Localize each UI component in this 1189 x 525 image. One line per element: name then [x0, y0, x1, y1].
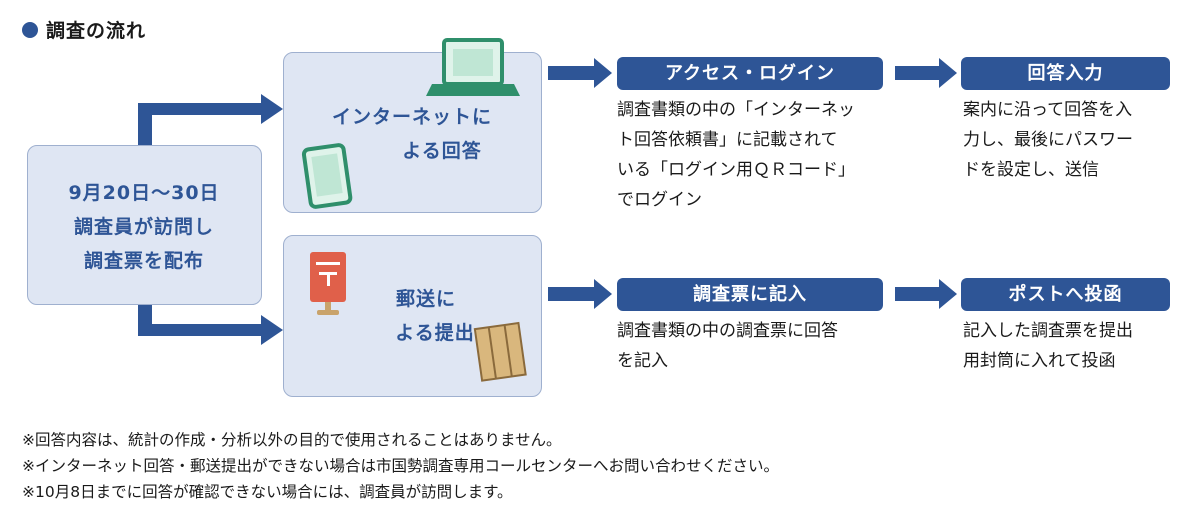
desc-line: 用封筒に入れて投函 [963, 351, 1116, 371]
desc-line: ト回答依頼書」に記載されて [617, 130, 838, 150]
arrow-internet-2-shaft [895, 66, 941, 80]
arrow-mail-1-head [594, 279, 612, 309]
connector-up-horizontal [138, 103, 263, 115]
desc-line: 記入した調査票を提出 [963, 321, 1133, 341]
arrow-mail-2-head [939, 279, 957, 309]
start-box: 9月20日〜30日 調査員が訪問し 調査票を配布 [27, 145, 262, 305]
mail-label-line-2: よる提出 [395, 322, 475, 344]
desc-line: ドを設定し、送信 [963, 160, 1099, 180]
desc-answer-input: 案内に沿って回答を入 力し、最後にパスワー ドを設定し、送信 [963, 95, 1133, 185]
footnote: ※インターネット回答・郵送提出ができない場合は市国勢調査専用コールセンターへお問… [22, 457, 779, 475]
desc-fill-questionnaire: 調査書類の中の調査票に回答 を記入 [617, 316, 838, 376]
desc-line: いる「ログイン用ＱＲコード」 [617, 160, 855, 180]
laptop-icon [426, 38, 520, 96]
footnote: ※10月8日までに回答が確認できない場合には、調査員が訪問します。 [22, 483, 513, 501]
start-line-2: 調査員が訪問し [73, 216, 214, 238]
start-line-1: 9月20日〜30日 [68, 182, 220, 204]
desc-line: を記入 [617, 351, 668, 371]
section-title-text: 調査の流れ [46, 20, 147, 42]
desc-line: 調査書類の中の調査票に回答 [617, 321, 838, 341]
arrow-internet-1-shaft [548, 66, 596, 80]
internet-label-line-1: インターネットに [331, 106, 492, 128]
connector-down-arrowhead [261, 315, 283, 345]
arrow-internet-1-head [594, 58, 612, 88]
section-title: 調査の流れ [22, 16, 146, 43]
desc-line: 案内に沿って回答を入 [963, 100, 1133, 120]
tablet-icon [301, 143, 353, 209]
desc-access-login: 調査書類の中の「インターネッ ト回答依頼書」に記載されて いる「ログイン用ＱＲコ… [617, 95, 855, 215]
desc-post-mail: 記入した調査票を提出 用封筒に入れて投函 [963, 316, 1133, 376]
desc-line: 調査書類の中の「インターネッ [617, 100, 855, 120]
bullet-dot-icon [22, 21, 38, 38]
desc-line: 力し、最後にパスワー [963, 130, 1133, 150]
arrow-mail-1-shaft [548, 287, 596, 301]
envelope-icon [473, 321, 527, 382]
postbox-icon [310, 252, 346, 315]
footnotes: ※回答内容は、統計の作成・分析以外の目的で使用されることはありません。 ※インタ… [22, 427, 779, 505]
connector-up-arrowhead [261, 94, 283, 124]
step-answer-input: 回答入力 [961, 57, 1170, 90]
start-line-3: 調査票を配布 [83, 250, 204, 272]
step-fill-questionnaire: 調査票に記入 [617, 278, 883, 311]
footnote: ※回答内容は、統計の作成・分析以外の目的で使用されることはありません。 [22, 431, 562, 449]
mail-label-line-1: 郵送に [395, 288, 456, 310]
arrow-mail-2-shaft [895, 287, 941, 301]
internet-label-line-2: よる回答 [402, 140, 482, 162]
step-access-login: アクセス・ログイン [617, 57, 883, 90]
arrow-internet-2-head [939, 58, 957, 88]
desc-line: でログイン [617, 190, 702, 210]
connector-down-horizontal [138, 324, 263, 336]
step-post-mail: ポストへ投函 [961, 278, 1170, 311]
